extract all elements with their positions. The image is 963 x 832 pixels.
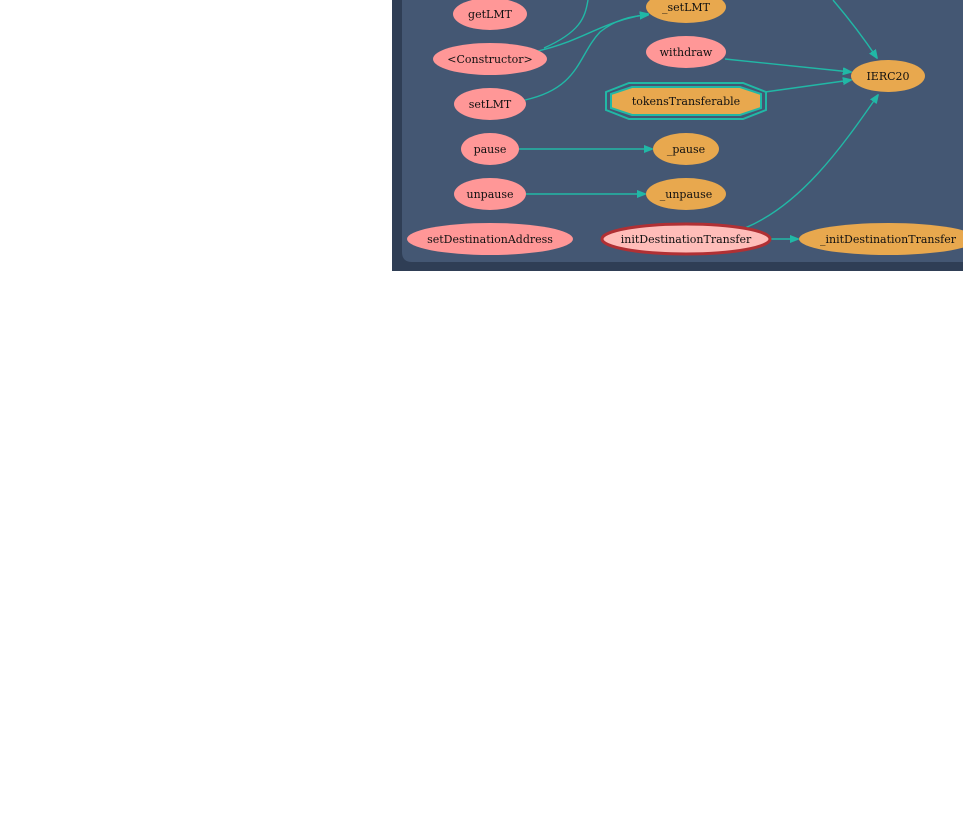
node-label-pause: pause [474, 143, 507, 156]
call-graph: getLMT <Constructor> setLMT pause unpaus… [402, 0, 963, 262]
node-label-getLMT: getLMT [468, 8, 513, 21]
node-unpause[interactable]: unpause [454, 178, 526, 210]
contract-cluster [402, 0, 963, 262]
node-tokensTransferable[interactable]: tokensTransferable [605, 82, 767, 120]
node-initDestinationTransfer[interactable]: initDestinationTransfer [600, 222, 772, 256]
node-label-initDestinationTransfer: initDestinationTransfer [621, 233, 752, 246]
edge-setLMT-to-setLMT-internal [524, 15, 648, 101]
node-setLMT-internal[interactable]: _setLMT [646, 0, 726, 23]
edges [519, 0, 878, 239]
node-label-withdraw: withdraw [660, 46, 713, 59]
node-setDestinationAddress[interactable]: setDestinationAddress [407, 223, 573, 255]
node-withdraw[interactable]: withdraw [646, 36, 726, 68]
node-label-constructor: <Constructor> [447, 53, 532, 66]
node-label-setDestinationAddress: setDestinationAddress [427, 233, 553, 246]
edge-withdraw-to-IERC20 [724, 58, 851, 72]
node-setLMT[interactable]: setLMT [454, 88, 526, 120]
node-IERC20[interactable]: IERC20 [851, 60, 925, 92]
node-unpause-internal[interactable]: _unpause [646, 178, 726, 210]
node-label-tokensTransferable: tokensTransferable [632, 95, 740, 108]
node-pause-internal[interactable]: _pause [653, 133, 719, 165]
node-constructor[interactable]: <Constructor> [433, 43, 547, 75]
node-getLMT[interactable]: getLMT [453, 0, 527, 30]
edge-offscreen-to-IERC20 [832, 0, 877, 58]
node-initDestinationTransfer-internal[interactable]: _initDestinationTransfer [799, 223, 963, 255]
node-label-setLMT-internal: _setLMT [662, 1, 711, 14]
node-label-initDestinationTransfer-internal: _initDestinationTransfer [820, 233, 957, 246]
node-label-setLMT: setLMT [469, 98, 512, 111]
node-label-IERC20: IERC20 [866, 70, 909, 83]
edge-constructor-offscreen [543, 0, 589, 49]
node-label-unpause: unpause [466, 188, 513, 201]
node-label-unpause-internal: _unpause [660, 188, 713, 201]
node-pause[interactable]: pause [461, 133, 519, 165]
edge-initDestinationTransfer-to-IERC20 [744, 95, 878, 229]
node-label-pause-internal: _pause [667, 143, 705, 156]
edge-tokensTransferable-to-IERC20 [764, 80, 851, 93]
